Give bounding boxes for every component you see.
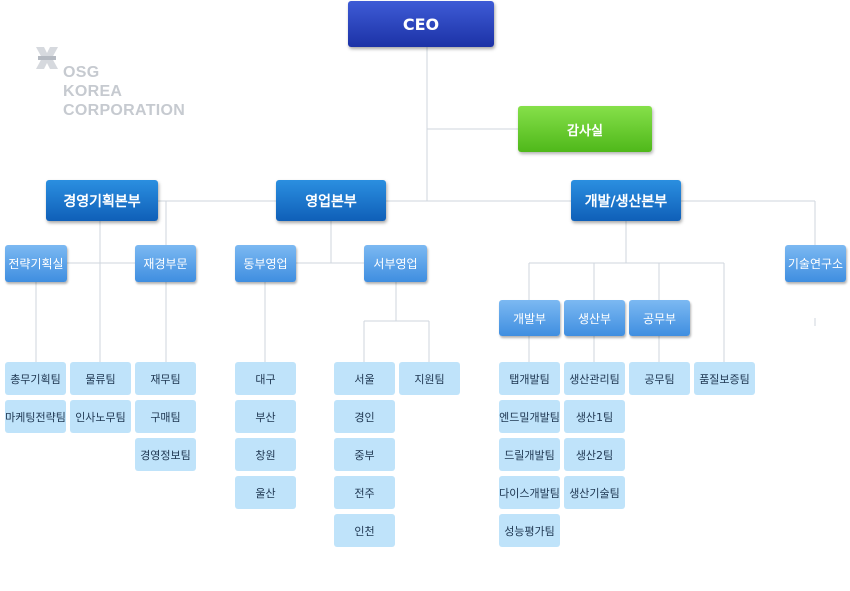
team-tap-dev[interactable]: 탭개발팀 <box>499 362 560 395</box>
team-production-2[interactable]: 생산2팀 <box>564 438 625 471</box>
team-general-planning[interactable]: 총무기획팀 <box>5 362 66 395</box>
team-incheon[interactable]: 인천 <box>334 514 395 547</box>
company-logo: OSG KOREA CORPORATION <box>33 45 223 120</box>
team-engineering[interactable]: 공무팀 <box>629 362 690 395</box>
team-seoul[interactable]: 서울 <box>334 362 395 395</box>
dept-strategy[interactable]: 전략기획실 <box>5 245 67 282</box>
team-changwon[interactable]: 창원 <box>235 438 296 471</box>
team-support[interactable]: 지원팀 <box>399 362 460 395</box>
team-production-1[interactable]: 생산1팀 <box>564 400 625 433</box>
logo-line-3: CORPORATION <box>63 102 186 119</box>
dept-production[interactable]: 생산부 <box>564 300 625 336</box>
team-daegu[interactable]: 대구 <box>235 362 296 395</box>
team-endmill-dev[interactable]: 엔드밀개발팀 <box>499 400 560 433</box>
team-drill-dev[interactable]: 드릴개발팀 <box>499 438 560 471</box>
dept-tech-lab[interactable]: 기술연구소 <box>785 245 846 282</box>
dept-dev[interactable]: 개발부 <box>499 300 560 336</box>
dept-west-sales[interactable]: 서부영업 <box>364 245 427 282</box>
dept-east-sales[interactable]: 동부영업 <box>235 245 296 282</box>
team-dies-dev[interactable]: 다이스개발팀 <box>499 476 560 509</box>
team-hr-labor[interactable]: 인사노무팀 <box>70 400 131 433</box>
division-management[interactable]: 경영기획본부 <box>46 180 158 221</box>
logo-text: OSG KOREA CORPORATION <box>63 63 185 120</box>
audit-office-box[interactable]: 감사실 <box>518 106 652 152</box>
logo-line-1: OSG <box>63 64 100 81</box>
dept-finance[interactable]: 재경부문 <box>135 245 196 282</box>
team-ulsan[interactable]: 울산 <box>235 476 296 509</box>
osg-mark-icon <box>36 47 58 69</box>
team-quality-assurance[interactable]: 품질보증팀 <box>694 362 755 395</box>
division-development[interactable]: 개발/생산본부 <box>571 180 681 221</box>
team-production-tech[interactable]: 생산기술팀 <box>564 476 625 509</box>
ceo-box[interactable]: CEO <box>348 1 494 47</box>
team-gyeongin[interactable]: 경인 <box>334 400 395 433</box>
team-management-info[interactable]: 경영정보팀 <box>135 438 196 471</box>
team-purchasing[interactable]: 구매팀 <box>135 400 196 433</box>
team-production-mgmt[interactable]: 생산관리팀 <box>564 362 625 395</box>
team-finance[interactable]: 재무팀 <box>135 362 196 395</box>
dept-engineering[interactable]: 공무부 <box>629 300 690 336</box>
team-jungbu[interactable]: 중부 <box>334 438 395 471</box>
team-busan[interactable]: 부산 <box>235 400 296 433</box>
team-marketing-strategy[interactable]: 마케팅전략팀 <box>5 400 66 433</box>
team-jeonju[interactable]: 전주 <box>334 476 395 509</box>
division-sales[interactable]: 영업본부 <box>276 180 386 221</box>
team-logistics[interactable]: 물류팀 <box>70 362 131 395</box>
team-performance-eval[interactable]: 성능평가팀 <box>499 514 560 547</box>
logo-line-2: KOREA <box>63 83 123 100</box>
